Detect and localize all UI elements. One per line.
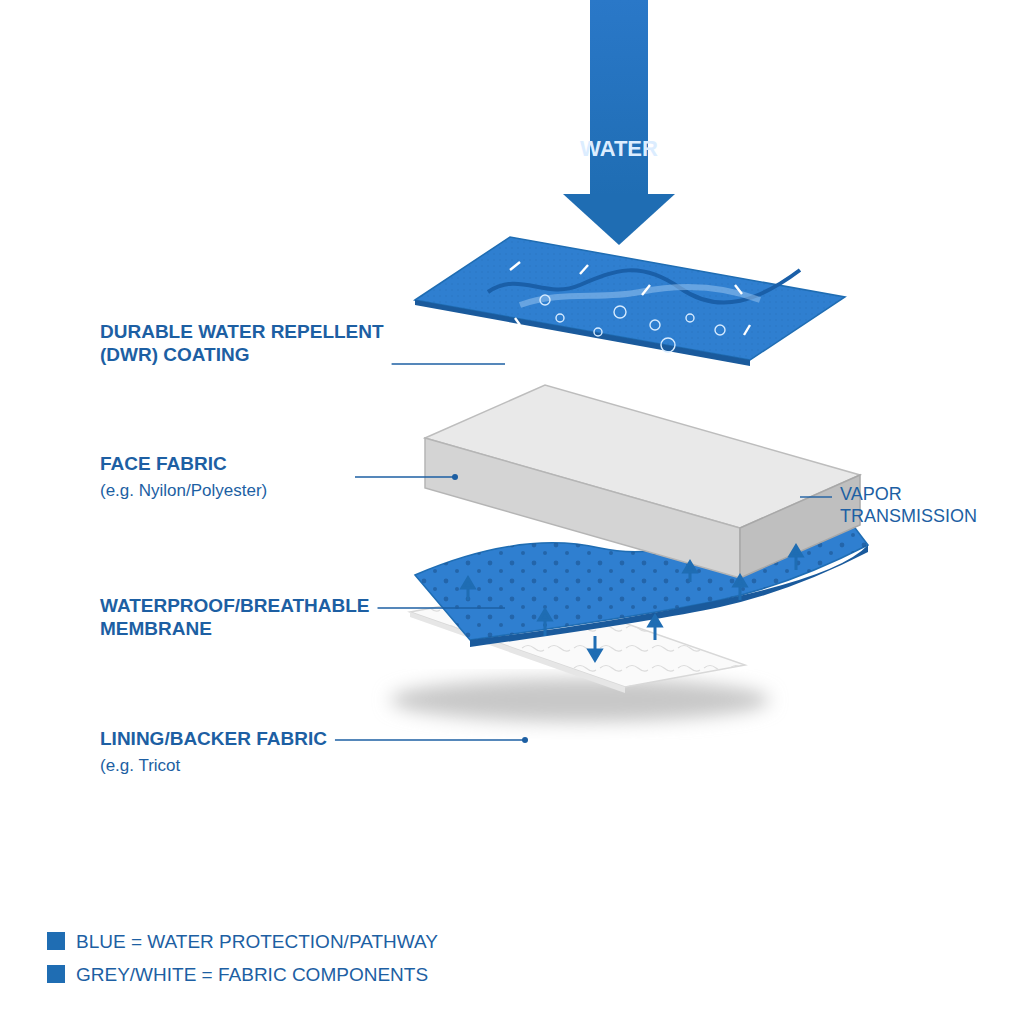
legend-swatch (47, 965, 65, 983)
layer-label: LINING/BACKER FABRIC (100, 727, 400, 750)
legend-swatch (47, 932, 65, 950)
legend-text: BLUE = WATER PROTECTION/PATHWAY (76, 930, 438, 953)
material-note: (e.g. Tricot (100, 756, 420, 777)
vapor-arrows (462, 546, 802, 660)
layer-label: WATERPROOF/BREATHABLE MEMBRANE (100, 594, 400, 640)
dwr-coating-layer (415, 237, 845, 366)
leader-line (800, 496, 832, 497)
layer-label: FACE FABRIC (100, 452, 400, 475)
vapor-label: VAPOR TRANSMISSION (840, 484, 1010, 528)
leader-line (335, 739, 525, 740)
arrow-label: WATER (569, 136, 669, 163)
leader-line (392, 363, 505, 364)
shadow (390, 678, 770, 722)
layer-label: DURABLE WATER REPELLENT (DWR) COATING (100, 320, 400, 366)
leader-line (355, 476, 455, 477)
legend-text: GREY/WHITE = FABRIC COMPONENTS (76, 963, 428, 986)
leader-dot (522, 737, 528, 743)
leader-line (378, 607, 505, 608)
material-note: (e.g. Nyilon/Polyester) (100, 481, 420, 502)
face-fabric-layer (425, 385, 860, 578)
water-arrow (563, 0, 675, 245)
leader-dot (452, 474, 458, 480)
